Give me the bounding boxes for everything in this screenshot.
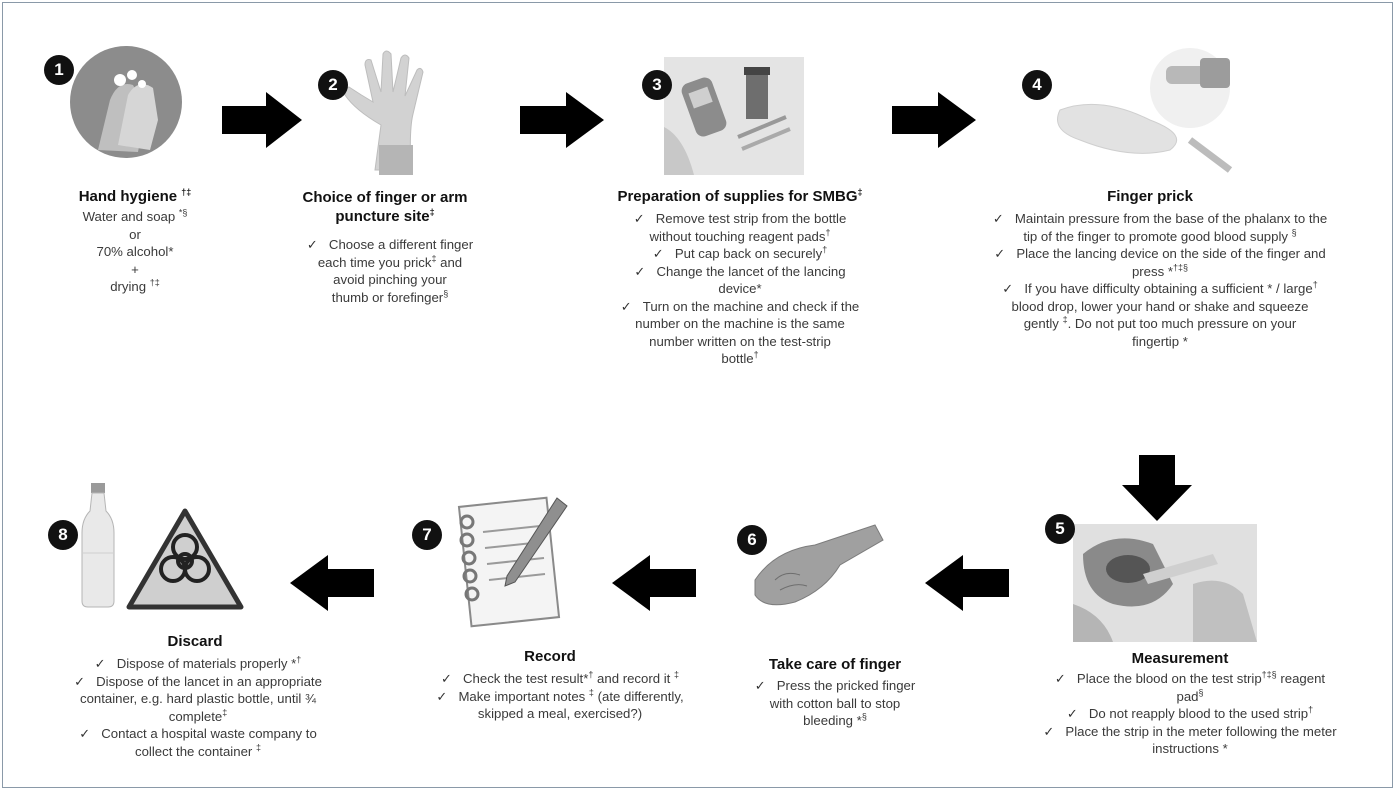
- step-number-badge: 1: [44, 55, 74, 85]
- step-title: Record: [524, 648, 576, 665]
- detail-line: Remove test strip from the bottle: [580, 210, 900, 228]
- arrow-icon: [222, 92, 302, 148]
- step-title: Measurement: [1131, 650, 1229, 667]
- raised-hand-icon: [315, 40, 455, 175]
- step-8-details: Dispose of materials properly *† Dispose…: [28, 655, 368, 760]
- detail-line: number written on the test-strip: [649, 333, 831, 349]
- detail-line: Contact a hospital waste company to: [28, 725, 368, 743]
- step-6-details: Press the pricked finger with cotton bal…: [730, 677, 940, 730]
- detail-line: Place the strip in the meter following t…: [1000, 723, 1380, 741]
- detail-line: +: [131, 261, 139, 277]
- lancing-device-icon: [1040, 40, 1250, 180]
- step-number-badge: 5: [1045, 514, 1075, 544]
- step-4-details: Maintain pressure from the base of the p…: [935, 210, 1385, 350]
- detail-line: instructions *: [1152, 741, 1228, 756]
- step-number-badge: 4: [1022, 70, 1052, 100]
- detail-line: avoid pinching your: [333, 272, 447, 287]
- step-title: Discard: [167, 633, 223, 650]
- detail-line: without touching reagent pads†: [649, 227, 831, 244]
- detail-line: Dispose of materials properly *†: [28, 655, 368, 673]
- detail-line: number on the machine is the same: [635, 316, 845, 331]
- detail-line: Choose a different finger: [290, 236, 490, 254]
- meter-measurement-icon: [1073, 524, 1257, 642]
- step-number-badge: 7: [412, 520, 442, 550]
- detail-line: Press the pricked finger: [730, 677, 940, 695]
- step-number-badge: 6: [737, 525, 767, 555]
- detail-line: Dispose of the lancet in an appropriate: [28, 673, 368, 691]
- biohazard-icon: [125, 507, 245, 612]
- arrow-icon: [520, 92, 604, 148]
- detail-line: thumb or forefinger§: [331, 288, 449, 305]
- detail-line: 70% alcohol*: [96, 244, 174, 259]
- step-number-badge: 3: [642, 70, 672, 100]
- detail-line: Turn on the machine and check if the: [580, 298, 900, 316]
- arrow-icon: [892, 92, 976, 148]
- detail-line: gently ‡. Do not put too much pressure o…: [1023, 314, 1297, 331]
- detail-line: drying †‡: [110, 277, 160, 294]
- step-title: Choice of finger or arm puncture site‡: [302, 189, 468, 225]
- step-number-badge: 2: [318, 70, 348, 100]
- plastic-bottle-icon: [78, 483, 118, 608]
- detail-line: fingertip *: [1132, 333, 1188, 349]
- step-title: Take care of finger: [768, 656, 902, 673]
- step-title: Hand hygiene †‡: [78, 187, 192, 206]
- notepad-pencil-icon: [445, 492, 575, 634]
- detail-line: collect the container ‡: [135, 742, 261, 759]
- detail-line: bleeding *§: [803, 711, 867, 728]
- detail-line: Put cap back on securely†: [580, 245, 900, 263]
- arrow-icon: [612, 555, 696, 611]
- detail-line: bottle†: [721, 349, 759, 366]
- step-3-details: Remove test strip from the bottle withou…: [580, 210, 900, 368]
- step-title: Preparation of supplies for SMBG‡: [617, 187, 863, 206]
- detail-line: skipped a meal, exercised?): [477, 706, 643, 721]
- step-5-details: Place the blood on the test strip†‡§ rea…: [1000, 670, 1380, 758]
- step-7-details: Check the test result*† and record it ‡ …: [395, 670, 725, 723]
- arrow-icon: [925, 555, 1009, 611]
- detail-line: container, e.g. hard plastic bottle, unt…: [79, 691, 317, 706]
- detail-line: or: [129, 226, 141, 242]
- detail-line: Water and soap *§: [82, 207, 188, 224]
- detail-line: device*: [718, 281, 762, 296]
- detail-line: press *†‡§: [1131, 262, 1189, 279]
- detail-line: Do not reapply blood to the used strip†: [1000, 705, 1380, 723]
- detail-line: pad§: [1176, 687, 1204, 704]
- detail-line: Maintain pressure from the base of the p…: [935, 210, 1385, 228]
- step-title: Finger prick: [1107, 188, 1193, 205]
- glucose-meter-supplies-icon: [664, 57, 804, 175]
- detail-line: Make important notes ‡ (ate differently,: [395, 688, 725, 706]
- detail-line: blood drop, lower your hand or shake and…: [1011, 298, 1309, 314]
- arrow-icon: [290, 555, 374, 611]
- step-number-badge: 8: [48, 520, 78, 550]
- detail-line: each time you prick‡ and: [317, 253, 463, 270]
- hand-washing-icon: [58, 40, 188, 160]
- detail-line: complete‡: [168, 707, 228, 724]
- detail-line: tip of the finger to promote good blood …: [1023, 227, 1297, 244]
- detail-line: Place the lancing device on the side of …: [935, 245, 1385, 263]
- detail-line: Place the blood on the test strip†‡§ rea…: [1000, 670, 1380, 688]
- finger-care-icon: [745, 520, 885, 610]
- step-1-details: Water and soap *§ or 70% alcohol* + dryi…: [40, 208, 230, 296]
- step-2-details: Choose a different finger each time you …: [290, 236, 490, 306]
- arrow-icon: [1122, 455, 1192, 521]
- detail-line: with cotton ball to stop: [769, 695, 901, 711]
- detail-line: Change the lancet of the lancing: [580, 263, 900, 281]
- detail-line: Check the test result*† and record it ‡: [395, 670, 725, 688]
- detail-line: If you have difficulty obtaining a suffi…: [935, 280, 1385, 298]
